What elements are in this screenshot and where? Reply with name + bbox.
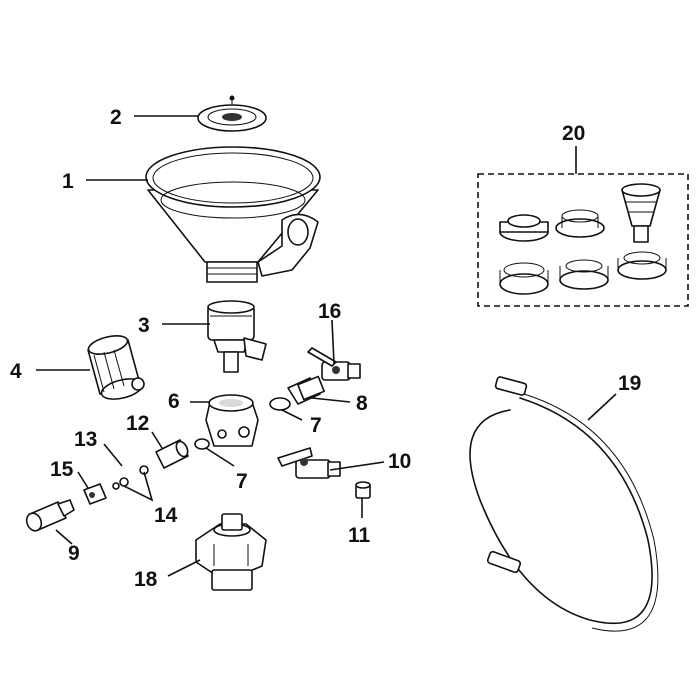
part-o-ring-b xyxy=(194,438,210,450)
callout-11: 11 xyxy=(348,524,371,547)
leader-19 xyxy=(587,393,617,421)
callout-19: 19 xyxy=(618,372,641,395)
callout-6: 6 xyxy=(168,390,180,413)
part-ring-small-c xyxy=(112,482,120,490)
seal-2 xyxy=(555,209,605,238)
leader-7a xyxy=(281,409,303,421)
part-ring-small-b xyxy=(119,477,129,487)
callout-3: 3 xyxy=(138,314,150,337)
callout-4: 4 xyxy=(10,360,22,383)
seal-1 xyxy=(499,214,549,242)
part-strainer xyxy=(197,95,267,132)
part-seal-kit xyxy=(477,173,689,307)
part-cap xyxy=(87,335,145,400)
part-o-ring-a xyxy=(269,397,291,411)
leader-18 xyxy=(167,559,201,577)
callout-18: 18 xyxy=(134,568,158,591)
part-barb xyxy=(83,483,107,505)
part-tee-block xyxy=(205,394,259,447)
part-adapter xyxy=(207,300,267,373)
part-nozzle xyxy=(25,499,75,532)
part-hose xyxy=(469,376,659,632)
leader-15 xyxy=(77,471,89,489)
part-funnel xyxy=(145,146,321,283)
leader-16 xyxy=(331,319,335,365)
part-nipple xyxy=(155,439,189,469)
seal-5 xyxy=(559,259,609,290)
leader-13 xyxy=(103,443,123,467)
callout-7-lower: 7 xyxy=(236,470,248,493)
part-ball-valve xyxy=(277,447,341,479)
leader-14 xyxy=(123,471,154,502)
part-fitting xyxy=(287,375,325,405)
part-plug xyxy=(355,481,371,499)
callout-1: 1 xyxy=(62,170,74,193)
callout-7-upper: 7 xyxy=(310,414,322,437)
leader-12 xyxy=(151,431,163,449)
callout-2: 2 xyxy=(110,106,122,129)
callout-8: 8 xyxy=(356,392,368,415)
callout-10: 10 xyxy=(388,450,411,473)
callout-12: 12 xyxy=(126,412,149,435)
leader-7b xyxy=(205,447,235,467)
callout-13: 13 xyxy=(74,428,97,451)
callout-20: 20 xyxy=(562,122,585,145)
leader-8 xyxy=(311,397,351,403)
callout-16: 16 xyxy=(318,300,341,323)
leader-lines xyxy=(36,115,617,577)
part-ball-valve-small xyxy=(307,347,361,381)
seal-4 xyxy=(499,262,549,295)
seal-3 xyxy=(621,183,661,243)
callout-15: 15 xyxy=(50,458,74,481)
callout-9: 9 xyxy=(68,542,80,565)
callout-14: 14 xyxy=(154,504,178,527)
seal-6 xyxy=(617,251,667,280)
part-base-adapter xyxy=(195,513,267,591)
leader-10 xyxy=(329,461,385,471)
leader-9 xyxy=(55,529,73,545)
callout-labels: 1 2 3 4 6 7 7 8 9 10 11 12 13 14 15 16 1… xyxy=(10,106,641,591)
